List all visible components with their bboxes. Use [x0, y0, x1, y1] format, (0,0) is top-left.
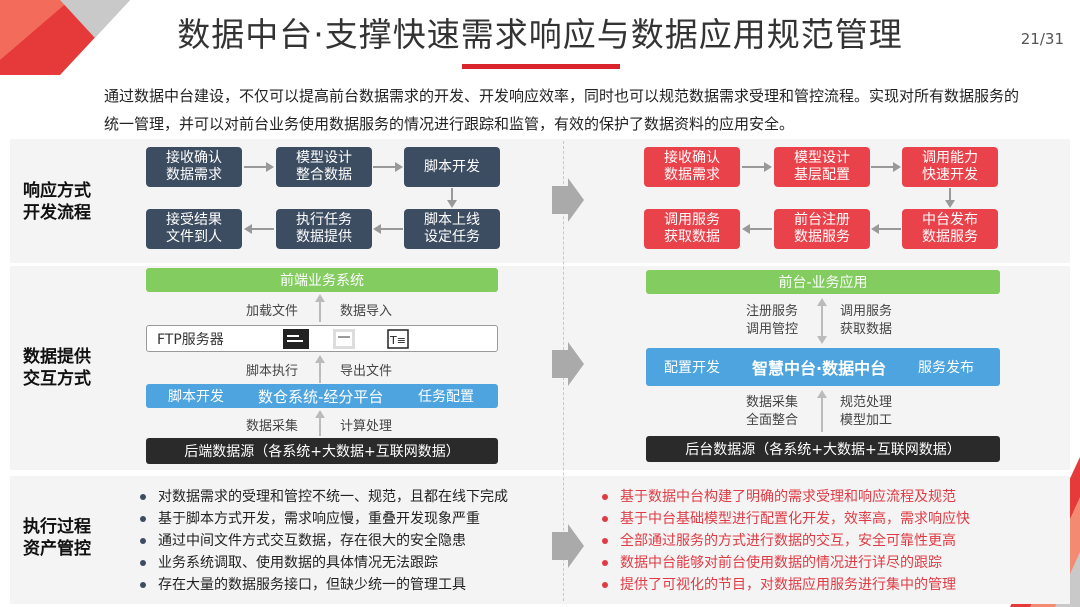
flow-step-accept: 接受结果 文件到人: [146, 209, 242, 249]
invoke-label: 调用服务 获取数据: [840, 304, 893, 337]
flow-step-text: 模型设计 整合数据: [296, 150, 352, 183]
front-business-system-label: 前端业务系统: [280, 273, 364, 289]
backend-data-source-label: 后台数据源（各系统+大数据+互联网数据）: [685, 442, 961, 458]
backend-data-source-label: 后端数据源（各系统+大数据+互联网数据）: [184, 444, 460, 460]
process-label: 规范处理 模型加工: [840, 395, 893, 428]
flow-step-text: 脚本上线 设定任务: [424, 212, 480, 245]
backend-data-source: 后台数据源（各系统+大数据+互联网数据）: [646, 436, 1000, 462]
document-icon: [283, 329, 309, 349]
flow-step-deploy: 脚本上线 设定任务: [404, 209, 500, 249]
flow-step-model: 模型设计 整合数据: [276, 147, 372, 187]
flow-step-text: 前台注册 数据服务: [794, 212, 850, 245]
flow-step-receive: 接收确认 数据需求: [644, 147, 740, 187]
text-file-icon: T≡: [387, 329, 409, 349]
list-item: 业务系统调取、使用数据的具体情况无法跟踪: [138, 552, 508, 574]
flow-step-text: 接受结果 文件到人: [166, 212, 222, 245]
arrow-up-icon: [315, 294, 325, 322]
flow-step-text: 模型设计 基层配置: [794, 150, 850, 183]
arrow-down-icon: [447, 188, 457, 208]
arrow-left-icon: [742, 224, 772, 234]
title-underline: [462, 64, 620, 69]
warehouse-platform: 脚本开发 数仓系统-经分平台 任务配置: [146, 384, 498, 408]
load-file-label: 加载文件: [246, 304, 299, 319]
row-label-interaction-text: 数据提供 交互方式: [23, 347, 91, 389]
flow-step-script-dev: 脚本开发: [404, 147, 500, 187]
list-item: 基于脚本方式开发，需求响应慢，重叠开发现象严重: [138, 508, 508, 530]
arrow-up-icon: [817, 390, 827, 432]
register-label: 注册服务 调用管控: [746, 304, 799, 337]
front-business-system: 前端业务系统: [146, 268, 498, 292]
chevron-right-icon: [552, 178, 584, 222]
bullet-list-improved: 基于数据中台构建了明确的需求受理和响应流程及规范 基于中台基础模型进行配置化开发…: [600, 486, 970, 596]
ftp-server: FTP服务器 T≡: [146, 325, 498, 352]
chevron-right-icon: [552, 342, 584, 386]
export-file-label: 导出文件: [340, 364, 393, 379]
page-number: 21/31: [1020, 30, 1064, 48]
data-middle-platform: 配置开发 智慧中台·数据中台 服务发布: [646, 348, 1000, 386]
flow-step-text: 接收确认 数据需求: [664, 150, 720, 183]
flow-step-text: 执行任务 数据提供: [296, 212, 352, 245]
backend-data-source: 后端数据源（各系统+大数据+互联网数据）: [146, 438, 498, 464]
collect-label: 数据采集: [246, 419, 299, 434]
arrow-left-icon: [244, 224, 274, 234]
config-dev-tag: 配置开发: [664, 360, 720, 376]
publish-tag: 服务发布: [918, 360, 974, 376]
intro-text: 通过数据中台建设，不仅可以提高前台数据需求的开发、开发响应效率，同时也可以规范数…: [104, 87, 1020, 133]
list-item: 存在大量的数据服务接口，但缺少统一的管理工具: [138, 574, 508, 596]
list-item: 全部通过服务的方式进行数据的交互，安全可靠性更高: [600, 530, 970, 552]
corner-decoration: [0, 0, 130, 75]
front-business-app: 前台-业务应用: [646, 270, 1000, 294]
arrow-up-icon: [315, 410, 325, 436]
flow-step-text: 调用服务 获取数据: [664, 212, 720, 245]
bullet-list-current: 对数据需求的受理和管控不统一、规范，且都在线下完成 基于脚本方式开发，需求响应慢…: [138, 486, 508, 596]
arrow-left-icon: [373, 224, 403, 234]
flow-step-text: 接收确认 数据需求: [166, 150, 222, 183]
data-import-label: 数据导入: [340, 304, 393, 319]
list-item: 对数据需求的受理和管控不统一、规范，且都在线下完成: [138, 486, 508, 508]
list-item: 基于数据中台构建了明确的需求受理和响应流程及规范: [600, 486, 970, 508]
flow-step-text: 调用能力 快速开发: [922, 150, 978, 183]
front-business-app-label: 前台-业务应用: [778, 275, 868, 291]
svg-text:T≡: T≡: [389, 334, 406, 347]
row-label-asset: 执行过程 资产管控: [12, 516, 102, 560]
task-config-tag: 任务配置: [418, 389, 474, 405]
flow-step-publish: 中台发布 数据服务: [902, 209, 998, 249]
flow-step-register: 前台注册 数据服务: [774, 209, 870, 249]
middle-platform-label: 智慧中台·数据中台: [752, 359, 887, 378]
collect-integrate-label: 数据采集 全面整合: [746, 395, 799, 428]
flow-step-invoke-service: 调用服务 获取数据: [644, 209, 740, 249]
list-item: 基于中台基础模型进行配置化开发，效率高，需求响应快: [600, 508, 970, 530]
page-title: 数据中台·支撑快速需求响应与数据应用规范管理: [177, 15, 903, 54]
arrow-up-icon: [315, 355, 325, 383]
row-label-flow: 响应方式 开发流程: [12, 180, 102, 224]
flow-step-model: 模型设计 基层配置: [774, 147, 870, 187]
row-label-asset-text: 执行过程 资产管控: [23, 517, 91, 559]
script-dev-tag: 脚本开发: [168, 389, 224, 405]
list-item: 提供了可视化的节目，对数据应用服务进行集中的管理: [600, 574, 970, 596]
list-item: 通过中间文件方式交互数据，存在很大的安全隐患: [138, 530, 508, 552]
document-icon: [333, 329, 355, 349]
arrow-right-icon: [373, 162, 403, 172]
flow-step-text: 中台发布 数据服务: [922, 212, 978, 245]
arrow-right-icon: [244, 162, 274, 172]
row-band-asset: [10, 476, 1070, 604]
flow-step-invoke-capability: 调用能力 快速开发: [902, 147, 998, 187]
chevron-right-icon: [552, 524, 584, 568]
row-label-flow-text: 响应方式 开发流程: [23, 181, 91, 223]
ftp-server-label: FTP服务器: [157, 331, 224, 348]
flow-step-text: 脚本开发: [424, 158, 480, 175]
arrow-left-icon: [871, 224, 901, 234]
arrow-right-icon: [871, 162, 901, 172]
arrow-down-icon: [945, 188, 955, 208]
arrow-updown-icon: [817, 298, 827, 344]
flow-step-execute: 执行任务 数据提供: [276, 209, 372, 249]
flow-step-receive: 接收确认 数据需求: [146, 147, 242, 187]
warehouse-label: 数仓系统-经分平台: [258, 387, 384, 406]
row-label-interaction: 数据提供 交互方式: [12, 346, 102, 390]
arrow-right-icon: [742, 162, 772, 172]
compute-label: 计算处理: [340, 419, 393, 434]
script-exec-label: 脚本执行: [246, 364, 299, 379]
list-item: 数据中台能够对前台使用数据的情况进行详尽的跟踪: [600, 552, 970, 574]
